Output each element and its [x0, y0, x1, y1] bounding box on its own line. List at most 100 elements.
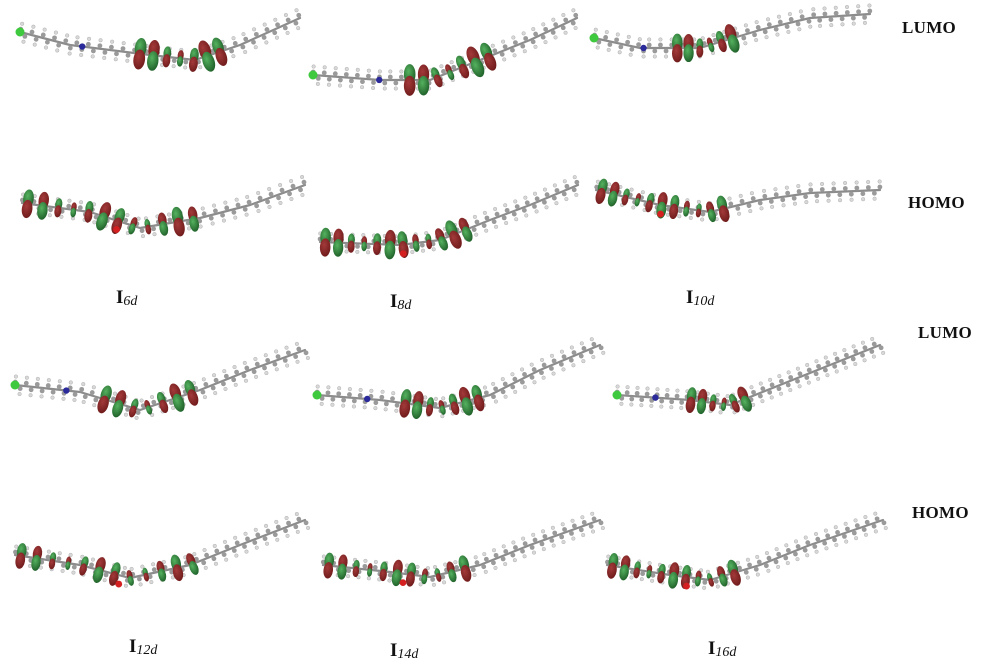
orbital-homo-16d-lobe	[708, 578, 714, 587]
compound-label-8d: I8d	[390, 291, 412, 313]
orbital-lumo-10d-chlorine	[589, 33, 599, 43]
orbital-homo-10d-lobe	[683, 206, 690, 217]
orbital-homo-16d-lobe	[694, 576, 701, 587]
orbital-lumo-10d-lobe	[708, 42, 715, 53]
orbital-homo-6d-oxygen	[113, 226, 120, 233]
orbital-homo-16d-lobe	[668, 571, 679, 589]
orbital-lumo-10d-lobe	[727, 34, 740, 53]
orbital-homo-10d-oxygen	[657, 210, 664, 218]
orbital-homo-8d-lobe	[384, 240, 396, 260]
orbital-homo-16d-lobe	[633, 567, 640, 579]
orbital-homo-10d-lobe	[634, 197, 640, 207]
orbital-lumo-8d-nitrogen	[376, 76, 383, 84]
orbital-homo-6d-lobe	[96, 212, 108, 231]
orbital-homo-10d-lobe	[595, 187, 606, 205]
lumo-label-top: LUMO	[902, 18, 957, 37]
orbital-lumo-14d-lobe	[439, 405, 446, 415]
orbital-homo-6d-lobe	[70, 207, 77, 218]
orbital-homo-10d-lobe	[621, 194, 629, 206]
compound-label-16d: I16d	[708, 638, 737, 660]
orbital-homo-6d	[19, 174, 307, 239]
orbital-homo-14d-lobe	[323, 562, 334, 579]
orbital-lumo-6d-lobe	[133, 49, 146, 70]
orbital-homo-14d-lobe	[421, 574, 428, 585]
orbital-lumo-14d-lobe	[425, 404, 434, 417]
orbital-lumo-6d-chlorine	[15, 27, 25, 37]
orbital-homo-6d-lobe	[37, 202, 48, 220]
orbital-homo-14d-lobe	[367, 568, 373, 577]
orbital-homo-8d-oxygen	[399, 250, 407, 257]
orbital-homo-14d-lobe	[448, 569, 457, 583]
orbital-homo-16d-lobe	[619, 564, 629, 581]
orbital-lumo-16d-nitrogen	[652, 394, 659, 401]
orbital-homo-12d-lobe	[189, 561, 199, 575]
orbital-homo-12d-lobe	[158, 568, 167, 582]
orbital-lumo-12d-nitrogen	[63, 387, 70, 394]
orbital-lumo-12d-lobe	[128, 405, 137, 418]
orbital-homo-16d-lobe	[607, 562, 617, 579]
compound-label-10d: I10d	[686, 287, 715, 309]
orbital-lumo-6d-nitrogen	[79, 43, 86, 50]
orbital-homo-14d-lobe	[391, 569, 402, 587]
orbital-lumo-14d-lobe	[473, 394, 485, 412]
orbital-lumo-12d-lobe	[146, 405, 153, 415]
orbital-homo-6d-lobe	[189, 215, 199, 232]
orbital-homo-10d-lobe	[695, 208, 702, 218]
orbital-lumo-16d-lobe	[731, 400, 740, 413]
orbital-homo-16d-lobe	[719, 573, 728, 587]
orbital-homo-8d-backbone	[318, 183, 580, 247]
orbital-homo-10d-lobe	[645, 200, 653, 213]
orbital-homo-10d-lobe	[669, 203, 679, 220]
orbital-homo-12d-lobe	[31, 554, 41, 571]
orbital-lumo-8d-lobe	[470, 57, 485, 78]
homo-label-bottom: HOMO	[912, 503, 969, 522]
orbital-lumo-8d-lobe	[459, 63, 470, 79]
orbital-homo-14d-lobe	[379, 568, 387, 582]
orbital-homo-16d-oxygen	[683, 582, 690, 590]
orbital-homo-6d-backbone	[20, 183, 307, 230]
orbital-lumo-12d-chlorine	[10, 380, 20, 390]
orbital-homo-14d-backbone	[321, 518, 602, 579]
orbital-homo-12d	[13, 511, 311, 588]
orbital-lumo-6d-lobe	[176, 56, 184, 67]
orbital-lumo-16d-lobe	[685, 396, 696, 414]
orbital-lumo-6d	[15, 8, 302, 72]
orbital-lumo-12d-lobe	[187, 389, 199, 406]
orbital-lumo-14d-lobe	[461, 397, 474, 416]
compound-label-12d: I12d	[129, 636, 158, 658]
orbital-lumo-6d-lobe	[202, 51, 216, 72]
orbital-homo-12d-lobe	[15, 552, 26, 569]
orbital-homo-8d-lobe	[347, 240, 355, 253]
orbital-homo-10d-lobe	[719, 205, 730, 223]
orbital-lumo-16d-lobe	[720, 402, 727, 411]
orbital-homo-14d-lobe	[460, 565, 472, 582]
orbital-homo-10d	[594, 178, 883, 223]
orbital-homo-16d-lobe	[730, 569, 741, 586]
orbital-lumo-8d-chlorine	[308, 70, 318, 80]
orbital-lumo-14d	[312, 337, 606, 419]
orbital-homo-12d-lobe	[65, 561, 71, 570]
orbital-lumo-14d-lobe	[399, 399, 411, 418]
orbital-homo-8d	[317, 175, 580, 260]
orbital-lumo-6d-lobe	[215, 47, 228, 66]
orbital-homo-12d-lobe	[143, 572, 150, 582]
orbital-homo-8d-lobe	[462, 226, 473, 242]
orbital-homo-6d-lobe	[159, 221, 169, 236]
orbital-lumo-6d-lobe	[162, 54, 171, 68]
orbital-homo-8d-lobe	[361, 241, 367, 252]
orbital-homo-12d-lobe	[48, 558, 56, 570]
orbital-homo-16d	[605, 511, 888, 590]
orbital-lumo-10d-lobe	[683, 44, 694, 63]
orbital-homo-8d-lobe	[449, 230, 462, 249]
orbital-homo-6d-lobe	[21, 199, 33, 219]
orbital-lumo-16d-lobe	[740, 395, 752, 412]
orbital-lumo-10d-nitrogen	[640, 44, 647, 52]
orbital-lumo-14d-backbone	[315, 343, 602, 410]
orbital-homo-10d-lobe	[707, 208, 717, 223]
orbital-lumo-10d-lobe	[672, 44, 683, 63]
orbital-homo-8d-lobe	[412, 240, 420, 252]
orbital-homo-14d-lobe	[436, 573, 442, 582]
orbital-homo-14d	[320, 511, 605, 587]
orbital-lumo-8d	[308, 8, 579, 96]
